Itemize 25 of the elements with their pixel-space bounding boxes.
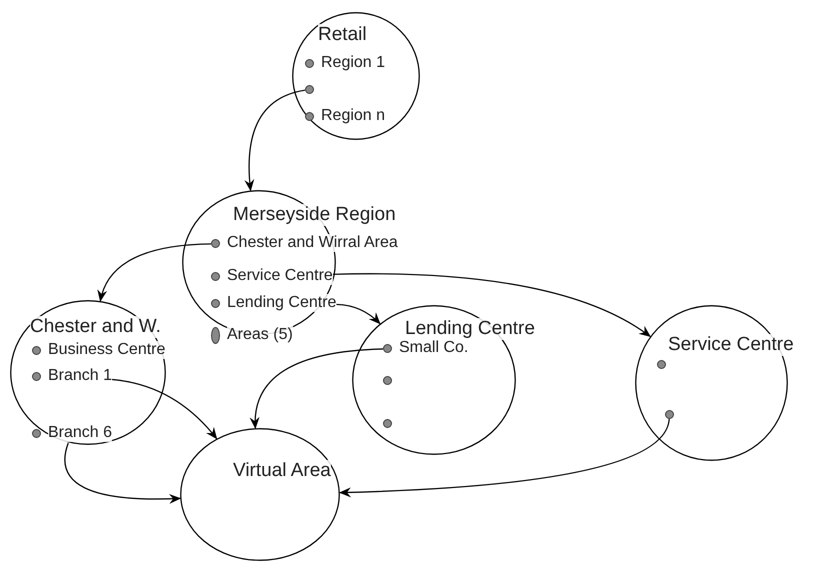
arrow bbox=[338, 418, 670, 498]
circle-title: Merseyside Region bbox=[233, 204, 396, 226]
arrow bbox=[64, 442, 182, 504]
arrow bbox=[336, 304, 381, 324]
bullet-text: Branch 6 bbox=[48, 424, 112, 442]
bullet-text: Service Centre bbox=[227, 267, 333, 285]
bullet-text: Region n bbox=[321, 107, 386, 125]
circle-title: Chester and W. bbox=[30, 316, 161, 338]
arrow bbox=[112, 378, 218, 440]
bullet-text: Chester and Wirral Area bbox=[227, 234, 398, 252]
bullet-dot bbox=[305, 85, 314, 94]
circle-title: Service Centre bbox=[668, 334, 794, 356]
bullet-dot bbox=[665, 410, 674, 419]
bullet-text: Areas (5) bbox=[227, 326, 293, 344]
arrow bbox=[98, 243, 212, 302]
bullet-dot bbox=[657, 360, 666, 369]
circle-title: Lending Centre bbox=[405, 318, 535, 340]
bullet-dot bbox=[383, 419, 392, 428]
arrow bbox=[332, 273, 651, 337]
arrow bbox=[250, 348, 384, 430]
arrow bbox=[244, 90, 306, 192]
bullet-text: Business Centre bbox=[48, 341, 166, 359]
bullet-text: Region 1 bbox=[321, 54, 386, 72]
bullet-text: Lending Centre bbox=[227, 294, 336, 312]
bullet-dot bbox=[383, 376, 392, 385]
